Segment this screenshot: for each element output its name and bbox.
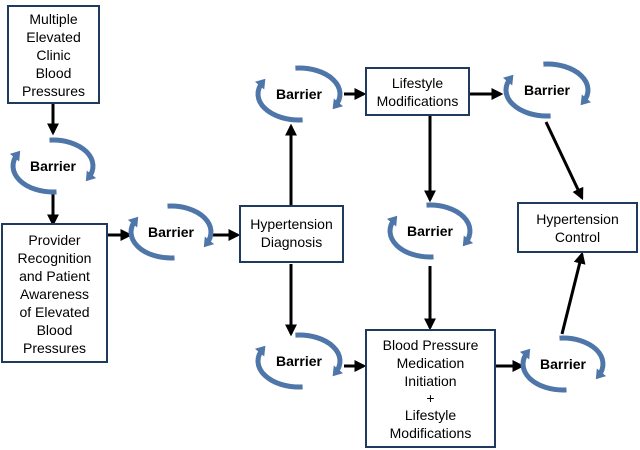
box-multiple-elevated-line-5: Pressures — [22, 83, 85, 99]
box-diagnosis-line-1: Hypertension — [250, 216, 333, 232]
box-provider-line-2: Recognition — [18, 250, 92, 266]
barrier-middle: Barrier — [386, 202, 474, 260]
box-medication-line-2: Medication — [397, 355, 465, 371]
box-multiple-elevated-line-3: Clinic — [36, 47, 70, 63]
barrier-top-right: Barrier — [503, 61, 591, 119]
barrier-label: Barrier — [148, 224, 194, 240]
box-provider-line-3: and Patient — [19, 268, 90, 284]
box-diagnosis-line-2: Diagnosis — [261, 234, 322, 250]
barrier-label: Barrier — [407, 223, 453, 239]
ring-arc-1 — [559, 335, 606, 378]
ring-arc-2 — [387, 217, 434, 260]
barrier-bottom-left: Barrier — [255, 332, 343, 390]
ring-arc-2 — [255, 347, 303, 390]
ring-arrowhead-2 — [255, 78, 266, 90]
circular-arrows-icon — [386, 202, 474, 260]
barrier-label: Barrier — [524, 82, 570, 98]
box-provider-recognition: Provider Recognition and Patient Awarene… — [1, 223, 108, 363]
circular-arrows-icon — [503, 61, 591, 119]
ring-arc-2 — [255, 80, 303, 123]
barrier-label: Barrier — [30, 158, 76, 174]
box-medication-line-5: Lifestyle — [405, 407, 457, 423]
ring-arrowhead-2 — [519, 348, 531, 360]
box-lifestyle-modifications: Lifestyle Modifications — [365, 67, 470, 116]
arrow-barrier-to-control-bottom — [560, 251, 586, 335]
box-provider-line-4: Awareness — [20, 286, 89, 302]
box-lifestyle-line-2: Modifications — [377, 93, 459, 109]
box-multiple-elevated: Multiple Elevated Clinic Blood Pressures — [7, 5, 100, 104]
ring-arrowhead-1 — [203, 236, 215, 248]
connector-arrows — [47, 88, 586, 372]
ring-arrowhead-2 — [386, 215, 398, 227]
circular-arrows-icon — [255, 332, 343, 390]
box-hypertension-control: Hypertension Control — [517, 202, 638, 253]
ring-arrowhead-2 — [9, 150, 21, 162]
box-medication-line-4: + — [426, 390, 434, 406]
box-multiple-elevated-line-4: Blood — [36, 65, 72, 81]
box-medication-line-6: Modifications — [390, 425, 472, 441]
box-control-line-2: Control — [555, 229, 600, 245]
box-multiple-elevated-line-2: Elevated — [26, 29, 80, 45]
barrier-label: Barrier — [276, 353, 322, 369]
box-medication-line-1: Blood Pressure — [383, 337, 479, 353]
box-provider-line-7: Pressures — [23, 340, 86, 356]
circular-arrows-icon — [519, 335, 607, 393]
ring-arrowhead-1 — [332, 98, 343, 110]
box-bp-medication: Blood Pressure Medication Initiation + L… — [365, 329, 496, 448]
box-provider-line-1: Provider — [28, 232, 80, 248]
arrow-barrier-to-control-top — [544, 121, 584, 201]
box-hypertension-diagnosis: Hypertension Diagnosis — [239, 205, 344, 263]
box-control-line-1: Hypertension — [536, 211, 619, 227]
ring-arc-1 — [426, 202, 473, 245]
ring-arrowhead-1 — [332, 365, 343, 377]
barrier-top-left: Barrier — [255, 65, 343, 123]
ring-arrowhead-2 — [255, 345, 266, 357]
ring-arrowhead-1 — [85, 170, 97, 182]
barrier-provider: Barrier — [127, 203, 215, 261]
ring-arc-1 — [543, 61, 591, 104]
barrier-label: Barrier — [540, 356, 586, 372]
ring-arrowhead-1 — [462, 235, 474, 247]
ring-arc-1 — [49, 137, 96, 180]
ring-arc-2 — [10, 152, 57, 195]
ring-arc-1 — [295, 65, 343, 108]
barrier-bottom-right: Barrier — [519, 335, 607, 393]
ring-arc-2 — [520, 350, 567, 393]
circular-arrows-icon — [127, 203, 215, 261]
box-multiple-elevated-line-1: Multiple — [29, 11, 77, 27]
circular-arrows-icon — [9, 137, 97, 195]
box-medication-line-3: Initiation — [404, 373, 456, 389]
ring-arrowhead-1 — [595, 368, 607, 380]
box-provider-line-6: Blood — [37, 322, 73, 338]
circular-arrows-icon — [255, 65, 343, 123]
barrier-label: Barrier — [276, 86, 322, 102]
ring-arrowhead-2 — [503, 74, 514, 86]
ring-arrowhead-2 — [127, 216, 139, 228]
ring-arrowhead-1 — [580, 94, 591, 106]
box-provider-line-5: of Elevated — [19, 304, 89, 320]
ring-arc-2 — [503, 76, 551, 119]
barrier-left: Barrier — [9, 137, 97, 195]
ring-arc-2 — [128, 218, 175, 261]
ring-arc-1 — [167, 203, 214, 246]
ring-arc-1 — [295, 332, 343, 375]
box-lifestyle-line-1: Lifestyle — [392, 75, 444, 91]
